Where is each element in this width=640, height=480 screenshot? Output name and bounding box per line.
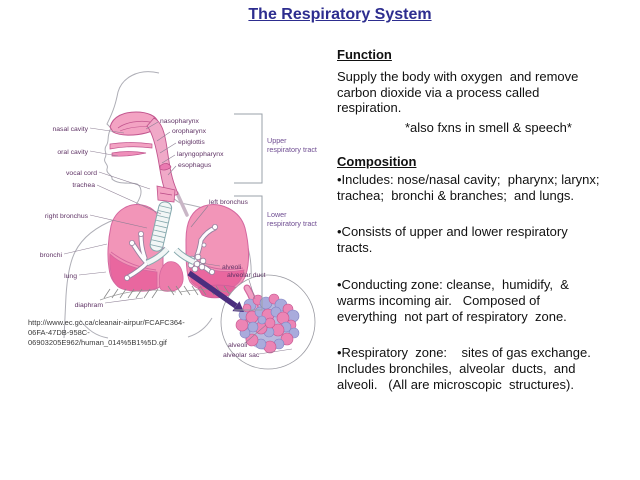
leader-laryngopharynx (161, 154, 176, 164)
leader-bronchi (63, 243, 108, 255)
label-esophagus: esophagus (178, 162, 212, 169)
leader-oral-cavity (89, 150, 119, 157)
leader-alveoli-lung (200, 262, 221, 267)
leader-alveolar-duct (248, 279, 256, 300)
leader-alveolar-sac (258, 348, 293, 355)
leader-right-bronchus (89, 214, 148, 229)
composition-bullet-tracts: •Consists of upper and lower respiratory… (337, 224, 568, 256)
page-title: The Respiratory System (248, 6, 432, 23)
label-lung: lung (64, 273, 77, 280)
function-body: Supply the body with oxygen and remove c… (337, 68, 579, 116)
bracket-label-upper-respiratory-tract-1: respiratory tract (267, 145, 317, 154)
composition-heading: Composition (337, 153, 417, 169)
label-laryngopharynx: laryngopharynx (177, 151, 224, 158)
leader-alveoli-inset (244, 324, 267, 344)
bracket-label-lower-respiratory-tract-0: Lower (267, 210, 287, 219)
leader-esophagus (167, 165, 177, 176)
label-trachea: trachea (72, 182, 95, 189)
trachea (145, 201, 196, 266)
label-vocal-cord: vocal cord (66, 170, 97, 177)
function-note: *also fxns in smell & speech* (405, 120, 572, 136)
image-source-url: http://www.ec.gc.ca/cleanair-airpur/FCAF… (28, 318, 185, 347)
leader-epiglottis (159, 142, 177, 154)
text-panel: Function Supply the body with oxygen and… (337, 47, 637, 393)
label-oropharynx: oropharynx (172, 128, 207, 135)
label-bronchi: bronchi (40, 252, 63, 259)
leader-left-bronchus (190, 205, 209, 228)
leader-lung (78, 271, 107, 276)
label-alveoli-inset: alveoli (228, 342, 248, 349)
composition-bullet-conducting-zone: •Conducting zone: cleanse, humidify, & w… (337, 276, 569, 324)
nasal-pharynx-region (109, 111, 179, 203)
label-epiglottis: epiglottis (178, 139, 205, 146)
leader-nasopharynx (145, 121, 159, 130)
esophagus-tube (175, 191, 189, 217)
label-nasopharynx: nasopharynx (160, 118, 200, 125)
diagram-labels: nasal cavity oral cavity vocal cord trachea… (40, 113, 317, 359)
label-right-bronchus: right bronchus (45, 213, 89, 220)
label-nasal-cavity: nasal cavity (52, 126, 88, 133)
label-alveoli-lung: alveoli (222, 264, 242, 271)
bracket-lower-respiratory-tract (234, 195, 263, 311)
leader-diaphram (104, 297, 144, 304)
leader-trachea (96, 184, 162, 215)
composition-bullet-includes: •Includes: nose/nasal cavity; pharynx; l… (337, 171, 600, 203)
bracket-label-upper-respiratory-tract-0: Upper (267, 136, 287, 145)
label-diaphram: diaphram (75, 302, 104, 309)
composition-bullet-respiratory-zone: •Respiratory zone: sites of gas exchange… (337, 345, 591, 392)
anatomy-illustration: nasal cavity oral cavity vocal cord trachea… (40, 71, 317, 370)
bracket-upper-respiratory-tract (234, 113, 263, 184)
label-alveolar-sac: alveolar sac (223, 352, 260, 359)
mediastinum (158, 261, 184, 292)
label-oral-cavity: oral cavity (57, 149, 88, 156)
bracket-label-lower-respiratory-tract-1: respiratory tract (267, 219, 317, 228)
leader-nasal-cavity (89, 127, 125, 134)
leader-oropharynx (156, 131, 171, 142)
function-heading: Function (337, 47, 392, 62)
leader-vocal-cord (98, 171, 151, 190)
label-left-bronchus: left bronchus (209, 199, 249, 206)
zoom-arrow (187, 270, 244, 312)
label-alveolar-duct: alveolar duct (227, 272, 266, 279)
